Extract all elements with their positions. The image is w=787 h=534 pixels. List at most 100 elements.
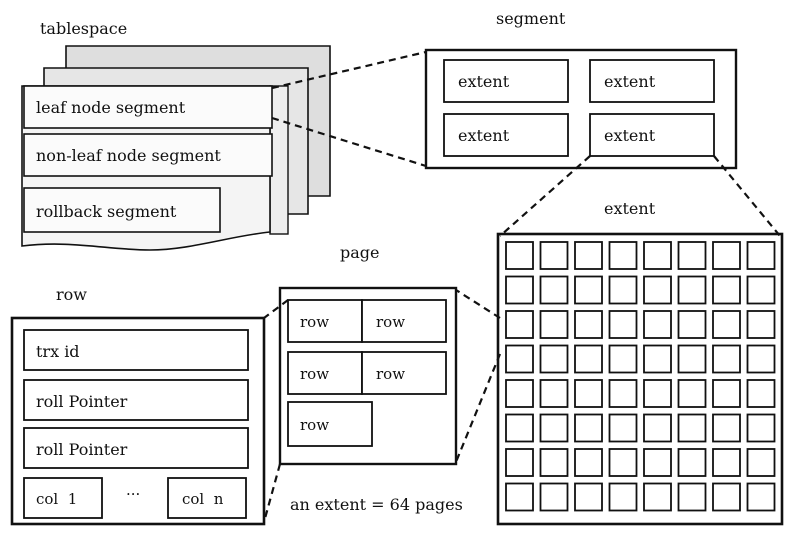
extent-page-cell [574, 448, 603, 477]
connector-leaf-to-segment-top [271, 50, 427, 90]
extent-page-grid [505, 241, 776, 512]
page-row-label-4: row [376, 365, 405, 383]
extent-page-cell [574, 413, 603, 443]
extent-page-cell [677, 310, 707, 339]
extent-page-cell [746, 344, 776, 374]
extent-page-cell [539, 482, 569, 512]
page-row-label-1: row [300, 313, 329, 331]
connector-extent-to-grid-right [713, 155, 781, 237]
page-label: page [340, 243, 380, 262]
extent-page-cell [643, 448, 672, 477]
extent-page-cell [712, 482, 741, 512]
extent-page-cell [505, 482, 534, 512]
extent-page-cell [539, 413, 569, 443]
extent-page-cell [677, 413, 707, 443]
extent-page-cell [746, 275, 776, 305]
non-leaf-node-segment-box [23, 133, 273, 177]
extent-page-cell [608, 482, 638, 512]
extent-label: extent [604, 199, 656, 218]
extent-page-cell [539, 448, 569, 477]
extent-page-cell [574, 275, 603, 305]
connector-grid-to-page-top [455, 289, 501, 319]
extent-page-cell [712, 344, 741, 374]
row-col-n-label: col n [182, 490, 224, 508]
extent-page-cell [574, 344, 603, 374]
extent-page-cell [746, 448, 776, 477]
extent-page-cell [746, 241, 776, 270]
extent-page-cell [643, 275, 672, 305]
extent-page-cell [539, 344, 569, 374]
extent-page-cell [608, 413, 638, 443]
extent-page-cell [712, 448, 741, 477]
extent-page-cell [539, 275, 569, 305]
row-field-roll-pointer-label-1: roll Pointer [36, 392, 128, 411]
extent-page-cell [574, 241, 603, 270]
extent-page-cell [712, 241, 741, 270]
extent-page-cell [608, 275, 638, 305]
extent-page-cell [746, 310, 776, 339]
extent-page-cell [574, 310, 603, 339]
extent-size-note: an extent = 64 pages [290, 495, 463, 514]
segment-extent-label-1: extent [458, 72, 510, 91]
extent-page-cell [608, 448, 638, 477]
row-col-1-label: col 1 [36, 490, 77, 508]
tablespace-label: tablespace [40, 19, 127, 38]
extent-page-cell [539, 241, 569, 270]
row-col-ellipsis: ··· [126, 485, 140, 503]
extent-page-cell [505, 344, 534, 374]
extent-page-cell [677, 482, 707, 512]
row-field-trx-id-label: trx id [36, 342, 80, 361]
extent-page-cell [505, 379, 534, 408]
rollback-segment-label: rollback segment [36, 202, 177, 221]
page-row-label-2: row [376, 313, 405, 331]
extent-page-cell [608, 379, 638, 408]
extent-page-cell [643, 241, 672, 270]
extent-page-cell [643, 413, 672, 443]
page-row-label-3: row [300, 365, 329, 383]
extent-page-cell [712, 275, 741, 305]
extent-page-cell [712, 379, 741, 408]
page-row-label-5: row [300, 416, 329, 434]
extent-page-cell [643, 482, 672, 512]
rollback-segment-box [23, 187, 221, 233]
row-label: row [56, 285, 87, 304]
extent-page-cell [643, 310, 672, 339]
segment-extent-label-2: extent [604, 72, 656, 91]
extent-page-cell [574, 379, 603, 408]
extent-page-cell [677, 448, 707, 477]
tablespace-group: tablespace leaf node segment non-leaf no… [21, 19, 331, 251]
leaf-node-segment-label: leaf node segment [36, 98, 186, 117]
segment-extent-label-3: extent [458, 126, 510, 145]
row-field-trx-id-box [23, 329, 249, 371]
page-row-box-3 [287, 351, 363, 395]
segment-extent-box-1 [443, 59, 569, 103]
extent-page-cell [712, 310, 741, 339]
page-row-box-1 [287, 299, 363, 343]
extent-page-cell [539, 310, 569, 339]
row-field-roll-pointer-label-2: roll Pointer [36, 440, 128, 459]
zoom-connectors [262, 50, 781, 523]
leaf-node-segment-box [23, 85, 273, 129]
extent-page-cell [677, 379, 707, 408]
extent-page-cell [677, 344, 707, 374]
extent-page-cell [505, 241, 534, 270]
extent-page-cell [677, 275, 707, 305]
row-field-roll-pointer-box-1 [23, 379, 249, 421]
page-row-box-2 [361, 299, 447, 343]
extent-page-cell [505, 275, 534, 305]
segment-extent-label-4: extent [604, 126, 656, 145]
connector-page-to-row-top [263, 299, 289, 319]
page-row-box-5 [287, 401, 373, 447]
row-field-roll-pointer-box-2 [23, 427, 249, 469]
extent-page-cell [608, 241, 638, 270]
extent-page-cell [643, 344, 672, 374]
segment-extent-box-4 [589, 113, 715, 157]
extent-page-cell [505, 448, 534, 477]
extent-page-cell [643, 379, 672, 408]
extent-page-cell [574, 482, 603, 512]
row-col-n-box [167, 477, 247, 519]
connector-extent-to-grid-left [499, 155, 591, 237]
page-group: page row row row row row an extent = 64 … [278, 243, 463, 514]
page-row-box-4 [361, 351, 447, 395]
